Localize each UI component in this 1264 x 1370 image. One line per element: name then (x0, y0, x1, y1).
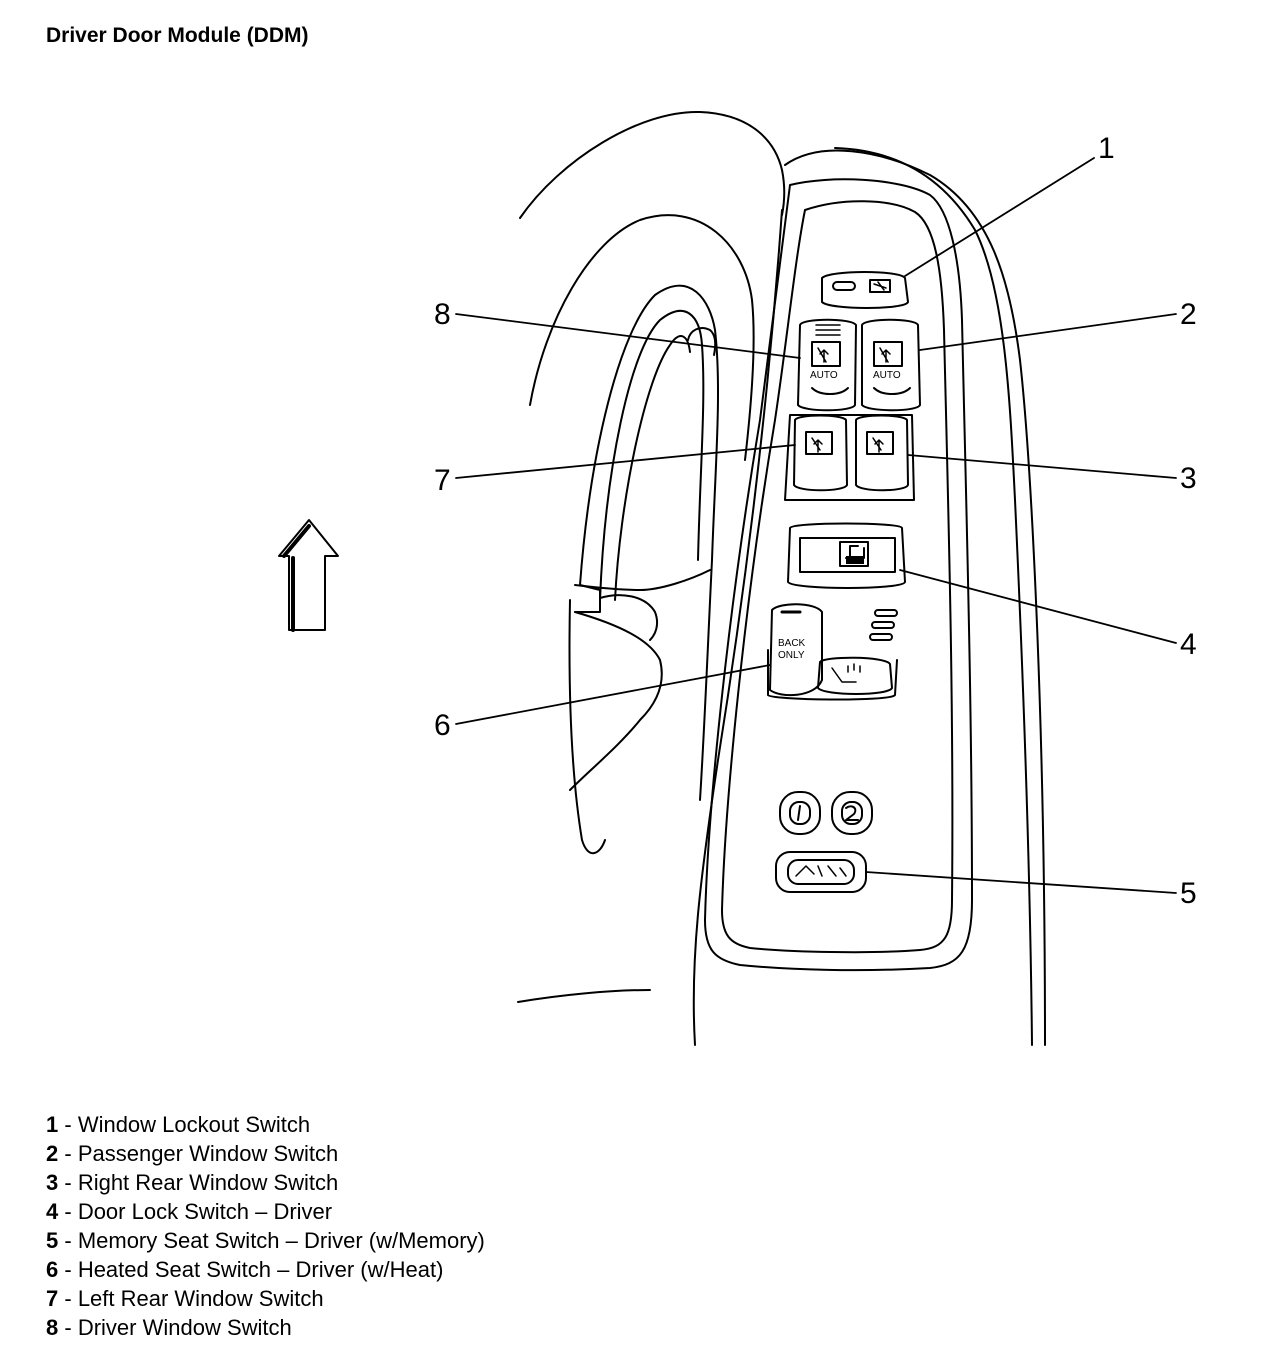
driver-switch-auto-label: AUTO (810, 370, 838, 381)
legend-label: Window Lockout Switch (77, 1112, 311, 1137)
door-handle-outline (568, 284, 720, 855)
legend-number: 8 (46, 1315, 59, 1340)
legend-separator: - (58, 1286, 78, 1311)
legend-label: Driver Window Switch (77, 1315, 292, 1340)
passenger-window-switch[interactable]: AUTO (861, 318, 921, 412)
heated-seat-back-label: BACK (778, 638, 806, 649)
legend: 1 - Window Lockout Switch 2 - Passenger … (46, 1110, 485, 1342)
legend-label: Right Rear Window Switch (77, 1170, 339, 1195)
legend-label: Heated Seat Switch – Driver (w/Heat) (77, 1257, 444, 1282)
window-lockout-switch[interactable] (821, 271, 909, 309)
legend-number: 5 (46, 1228, 59, 1253)
callout-5: 5 (1180, 877, 1197, 910)
legend-label: Door Lock Switch – Driver (77, 1199, 333, 1224)
callout-6: 6 (434, 709, 451, 742)
legend-label: Memory Seat Switch – Driver (w/Memory) (77, 1228, 485, 1253)
legend-item: 5 - Memory Seat Switch – Driver (w/Memor… (46, 1226, 485, 1255)
right-rear-window-switch[interactable] (855, 414, 909, 492)
heated-seat-switch[interactable]: BACK ONLY (767, 603, 898, 701)
leader-lines (455, 157, 1177, 894)
up-arrow-icon (278, 519, 339, 632)
passenger-switch-auto-label: AUTO (873, 370, 901, 381)
callout-2: 2 (1180, 298, 1197, 331)
legend-number: 7 (46, 1286, 59, 1311)
legend-number: 1 (46, 1112, 59, 1137)
legend-separator: - (58, 1315, 78, 1340)
legend-item: 1 - Window Lockout Switch (46, 1110, 485, 1139)
legend-separator: - (58, 1228, 78, 1253)
switch-bezel (704, 178, 973, 972)
legend-item: 8 - Driver Window Switch (46, 1313, 485, 1342)
memory-seat-switch[interactable] (775, 851, 867, 893)
page-title: Driver Door Module (DDM) (46, 24, 309, 47)
legend-number: 6 (46, 1257, 59, 1282)
left-rear-window-switch[interactable] (793, 414, 848, 492)
legend-separator: - (58, 1112, 78, 1137)
callout-7: 7 (434, 464, 451, 497)
callout-3: 3 (1180, 462, 1197, 495)
legend-separator: - (58, 1170, 78, 1195)
legend-separator: - (58, 1257, 78, 1282)
door-lock-switch[interactable] (787, 522, 906, 589)
legend-separator: - (58, 1141, 78, 1166)
legend-item: 6 - Heated Seat Switch – Driver (w/Heat) (46, 1255, 485, 1284)
legend-separator: - (58, 1199, 78, 1224)
legend-number: 3 (46, 1170, 59, 1195)
legend-item: 3 - Right Rear Window Switch (46, 1168, 485, 1197)
legend-label: Passenger Window Switch (77, 1141, 339, 1166)
legend-item: 2 - Passenger Window Switch (46, 1139, 485, 1168)
legend-number: 4 (46, 1199, 59, 1224)
legend-label: Left Rear Window Switch (77, 1286, 324, 1311)
heated-seat-only-label: ONLY (778, 650, 805, 661)
memory-preset-buttons[interactable] (779, 791, 873, 835)
callout-numbers: 1 2 3 4 5 6 7 8 (434, 132, 1197, 910)
legend-number: 2 (46, 1141, 59, 1166)
door-panel-outline (517, 110, 1046, 1046)
legend-item: 7 - Left Rear Window Switch (46, 1284, 485, 1313)
legend-item: 4 - Door Lock Switch – Driver (46, 1197, 485, 1226)
callout-8: 8 (434, 298, 451, 331)
callout-4: 4 (1180, 628, 1197, 661)
driver-window-switch[interactable]: AUTO (797, 318, 857, 412)
callout-1: 1 (1098, 132, 1115, 165)
rear-switch-well (784, 414, 915, 501)
